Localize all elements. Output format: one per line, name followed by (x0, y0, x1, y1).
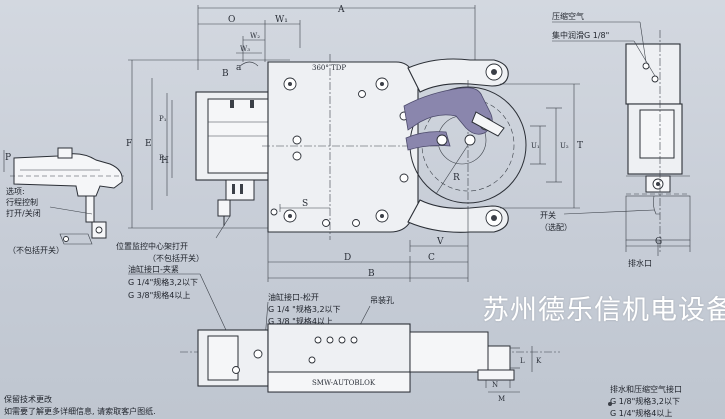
dim-P1: P₁ (159, 115, 167, 123)
open-close-label: 打开/关闭 (6, 208, 41, 218)
central-lubrication-label: 集中润滑G 1/8" (552, 30, 609, 40)
side-view: G (625, 30, 691, 254)
dim-P2: P₂ (159, 154, 167, 162)
dim-U2: U₂ (560, 142, 569, 150)
dim-M: M (498, 395, 505, 403)
dim-S: S (302, 199, 308, 209)
position-monitor-line1: 位置监控中心架打开 (116, 241, 188, 251)
position-monitor-note: 位置监控中心架打开 （不包括开关） (116, 215, 231, 263)
dim-W3: W₃ (240, 45, 250, 53)
watermark-text: 苏州德乐信机电设备 (482, 295, 725, 326)
switch-label: 开关 (540, 210, 556, 220)
dim-E: E (145, 139, 152, 149)
not-included-label: （不包括开关） (8, 245, 64, 255)
dim-G: G (655, 237, 662, 247)
dim-O: O (228, 15, 235, 25)
brand-plate: SMW-AUTOBLOK (312, 379, 376, 387)
compressed-air-label: 压缩空气 (552, 11, 584, 21)
dim-R: R (453, 173, 460, 183)
left-dimensions: F E H P₁ P₂ P (3, 59, 290, 229)
cylinder-open-line1: G 1/4 "规格3,2以下 (268, 304, 341, 314)
dim-U1: U₁ (531, 142, 540, 150)
stroke-control-label: 行程控制 (6, 197, 38, 207)
right-dimensions: U₁ U₂ T (500, 83, 583, 209)
side-view-notes: 压缩空气 集中润滑G 1/8" 开关 （选配） 排水口 (540, 11, 659, 268)
left-notes: 选项: 行程控制 打开/关闭 （不包括开关） (6, 186, 93, 255)
dim-A: A (337, 5, 345, 15)
cylinder-clamp-line1: G 1/4"规格3,2以下 (128, 277, 198, 287)
disclaimer: 保留技术更改 如需要了解更多详细信息, 请索取客户图纸. (4, 394, 156, 416)
dim-V: V (436, 237, 444, 247)
drain-label: 排水口 (628, 258, 652, 268)
stroke-control-option (10, 147, 124, 245)
main-body: 360° TDP (262, 54, 440, 240)
cylinder-block (195, 91, 269, 226)
dim-H: H (161, 156, 169, 166)
dim-P: P (5, 153, 11, 163)
bottom-view: SMW-AUTOBLOK L K N M (180, 323, 560, 403)
dim-F: F (126, 139, 132, 149)
dim-W2: W₂ (250, 32, 260, 40)
position-monitor-line2: （不包括开关） (148, 253, 204, 263)
bottom-dimensions: S V D C B (267, 199, 469, 282)
dim-K: K (536, 357, 542, 365)
drain-air-line1: G 1/8"规格3,2以下 (610, 396, 680, 406)
port-notes: 油缸接口-夹紧 G 1/4"规格3,2以下 G 3/8"规格4以上 油缸接口-松… (128, 264, 394, 357)
disclaimer-line1: 保留技术更改 (4, 394, 52, 404)
dim-N: N (492, 381, 498, 389)
cylinder-open-title: 油缸接口-松开 (268, 292, 319, 302)
dim-L: L (520, 357, 525, 365)
rotation-mark: 360° TDP (312, 64, 346, 72)
drain-air-title: 排水和压缩空气接口 (610, 384, 682, 394)
option-label: 选项: (6, 186, 25, 196)
drain-air-port-note: 排水和压缩空气接口 G 1/8"规格3,2以下 G 1/4"规格4以上 (608, 384, 682, 418)
lifting-hole-label: 吊装孔 (370, 295, 394, 305)
cylinder-open-line2: G 3/8 "规格4以上 (268, 316, 333, 326)
dim-a: a (236, 63, 242, 73)
dim-B-small: B (222, 69, 229, 79)
dim-D: D (344, 253, 351, 263)
drain-air-line2: G 1/4"规格4以上 (610, 408, 672, 418)
dim-T: T (577, 141, 583, 151)
disclaimer-line2: 如需要了解更多详细信息, 请索取客户图纸. (4, 406, 156, 416)
cylinder-clamp-title: 油缸接口-夹紧 (128, 264, 179, 274)
dim-B: B (368, 269, 375, 279)
top-dimensions: A O W₁ W₂ W₃ a B (197, 5, 476, 79)
switch-optional-label: （选配） (540, 222, 572, 232)
dim-W1: W₁ (275, 15, 288, 25)
cylinder-clamp-line2: G 3/8"规格4以上 (128, 290, 190, 300)
clamp-arms (407, 58, 509, 233)
jaw-lever (403, 87, 505, 151)
dim-C: C (428, 253, 435, 263)
